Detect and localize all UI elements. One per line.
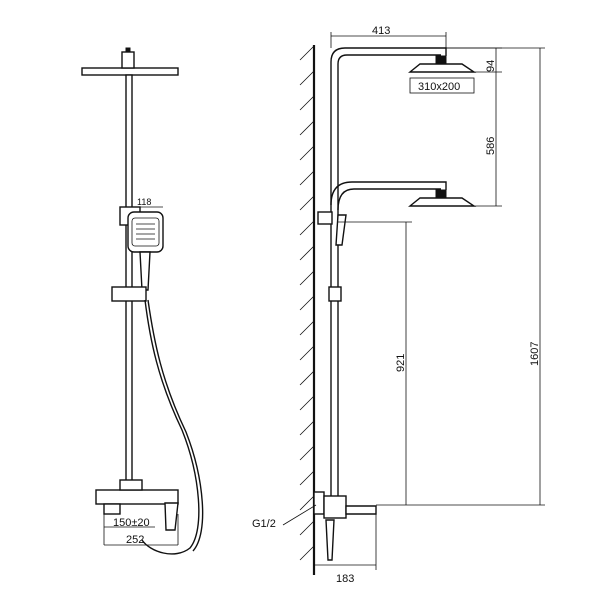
- dim-413: 413: [372, 25, 390, 37]
- front-hose: [141, 299, 200, 555]
- front-slide-clamp: [111, 286, 147, 302]
- side-lever: [325, 519, 335, 561]
- front-view: 118 150±20 252: [81, 47, 204, 555]
- wall-hatching: [299, 45, 315, 561]
- side-wall-connector: [313, 491, 325, 515]
- dim-310x200: 310x200: [418, 81, 460, 93]
- dim-252: 252: [126, 534, 144, 546]
- dim-586: 586: [485, 137, 497, 155]
- front-hand-shower-nozzles: [131, 217, 160, 247]
- front-lever: [164, 502, 179, 531]
- side-mixer-body: [323, 495, 347, 519]
- front-head-connector: [121, 51, 135, 69]
- dim-g12: G1/2: [252, 518, 276, 530]
- side-view: G1/2 413 94 310x200 586 921 1607 183: [252, 25, 545, 585]
- front-hand-shower-handle: [139, 251, 151, 291]
- front-mixer-body: [95, 489, 179, 505]
- head-size-box: [409, 77, 475, 94]
- side-lower-arm: [330, 181, 447, 206]
- front-rain-head: [81, 67, 179, 76]
- dim-921: 921: [395, 354, 407, 372]
- front-spout: [103, 503, 121, 515]
- dim-1607: 1607: [529, 342, 541, 366]
- side-top-rain-head: [408, 63, 477, 73]
- dim-94: 94: [485, 60, 497, 72]
- front-diverter: [119, 479, 143, 491]
- dim-183: 183: [336, 573, 354, 585]
- side-hand-shower: [335, 214, 347, 246]
- front-riser-pipe: [125, 74, 133, 491]
- side-holder: [317, 211, 333, 225]
- leader-g12: [282, 504, 317, 526]
- side-spout: [345, 505, 377, 515]
- side-slide-clamp: [328, 286, 342, 302]
- dim-118: 118: [137, 197, 151, 207]
- dim-150: 150±20: [113, 517, 150, 529]
- side-lower-rain-head: [408, 197, 477, 207]
- side-top-arm: [330, 47, 447, 500]
- front-head-nut: [125, 47, 131, 53]
